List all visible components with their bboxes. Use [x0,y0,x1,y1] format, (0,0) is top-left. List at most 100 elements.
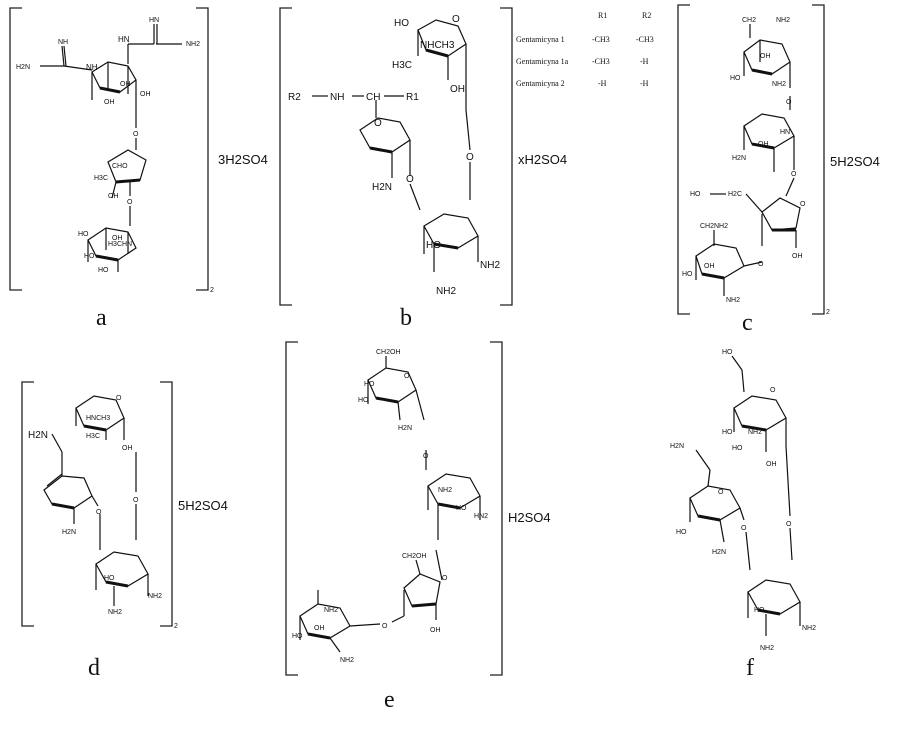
f-label-7: H2N [670,443,684,450]
c-label-12: H2C [728,191,742,198]
table-header-r1: R1 [598,11,607,20]
b-label-8: H3C [392,60,412,71]
e-label-16: NH2 [340,657,354,664]
c-label-19: OH [792,253,803,260]
structure-e: CH2OH HO HO H2N O O NH2 HO HN2 CH2OH O N… [285,341,551,713]
table-row-3-r1: -H [598,79,607,88]
c-label-3: OH [760,53,771,60]
f-label-13: HO [754,607,765,614]
c-label-1: CH2 [742,17,756,24]
b-label-2: NH [330,92,344,103]
d-label-5: O [116,395,122,402]
a-label-1: NH [58,39,68,46]
b-label-7: NHCH3 [420,40,455,51]
table-row-1-r2: -CH3 [636,35,654,44]
structure-c: CH2 NH2 OH HO NH2 O HN OH H2N O HO H2C O… [677,4,880,336]
c-letter: c [742,310,753,336]
a-label-9: OH [140,91,151,98]
e-label-8: HO [456,505,467,512]
e-letter: e [384,687,395,713]
a-label-8: OH [120,81,131,88]
f-label-11: O [741,525,747,532]
f-label-4: HO [732,445,743,452]
table-header-r2: R2 [642,11,651,20]
e-label-14: OH [314,625,325,632]
e-label-6: O [423,453,429,460]
c-label-9: H2N [732,155,746,162]
c-label-18: O [758,261,764,268]
b-label-10: O [374,118,382,129]
structure-a: NH HN NH2 H2N NH HN OH OH OH CHO H3C OH … [9,7,268,331]
c-label-8: OH [758,141,769,148]
table-row-1-r1: -CH3 [592,35,610,44]
d-subscript: 2 [174,623,178,630]
b-label-16: NH2 [436,286,456,297]
a-label-11: H3C [94,175,108,182]
table-row-1-name: Gentamicyna 1 [516,35,565,44]
a-label-7: OH [104,99,115,106]
d-letter: d [88,655,100,681]
structure-d: H2N HNCH3 H3C OH O O H2N O HO NH2 NH2 5H… [21,381,228,681]
a-label-19: OH [112,235,123,242]
b-label-13: O [406,174,414,185]
a-label-17: HO [98,267,109,274]
d-label-8: O [96,509,102,516]
b-salt: xH2SO4 [518,152,567,167]
f-label-9: HO [676,529,687,536]
table-row-3-name: Gentamicyna 2 [516,79,565,88]
c-label-6: O [786,99,792,106]
f-label-6: O [786,521,792,528]
b-label-14: HO [426,240,441,251]
c-label-2: NH2 [776,17,790,24]
f-label-2: HO [722,429,733,436]
a-label-12: OH [108,193,119,200]
b-letter: b [400,305,412,331]
c-label-7: HN [780,129,790,136]
e-label-4: H2N [398,425,412,432]
d-label-1: H2N [28,430,48,441]
a-label-3: NH2 [186,41,200,48]
gentamicin-table: R1 R2 Gentamicyna 1 -CH3 -CH3 Gentamicyn… [516,11,654,88]
d-salt: 5H2SO4 [178,498,228,513]
c-label-4: HO [730,75,741,82]
e-label-13: HO [292,633,303,640]
c-label-16: OH [704,263,715,270]
a-label-10: CHO [112,163,128,170]
a-label-4: H2N [16,64,30,71]
e-label-7: NH2 [438,487,452,494]
c-salt: 5H2SO4 [830,154,880,169]
a-label-16: HO [84,253,95,260]
e-label-12: NH2 [324,607,338,614]
a-label-18: H3CHN [108,241,132,248]
e-label-11: O [442,575,448,582]
b-label-15: NH2 [480,260,500,271]
e-label-5: O [404,373,410,380]
f-label-15: NH2 [760,645,774,652]
f-label-1: HO [722,349,733,356]
c-label-11: HO [690,191,701,198]
a-label-13: O [133,131,139,138]
c-label-10: O [791,171,797,178]
b-label-1: R2 [288,92,301,103]
c-label-5: NH2 [772,81,786,88]
f-letter: f [746,655,754,681]
table-row-2-r1: -CH3 [592,57,610,66]
b-label-11: O [466,152,474,163]
f-label-12: O [770,387,776,394]
f-label-5: OH [766,461,777,468]
a-label-6: HN [149,17,159,24]
c-label-17: NH2 [726,297,740,304]
f-label-8: O [718,489,724,496]
e-label-1: CH2OH [376,349,401,356]
c-label-13: O [800,201,806,208]
d-label-11: NH2 [108,609,122,616]
table-row-3-r2: -H [640,79,649,88]
structure-b: R2 NH CH R1 HO O NHCH3 H3C OH O O H2N O … [279,7,567,331]
structure-f: HO HO NH2 HO OH O H2N O HO H2N O O HO NH… [670,349,816,681]
table-row-2-r2: -H [640,57,649,66]
f-label-14: NH2 [802,625,816,632]
e-label-9: HN2 [474,513,488,520]
a-label-14: O [127,199,133,206]
table-row-2-name: Gentamicyna 1a [516,57,569,66]
